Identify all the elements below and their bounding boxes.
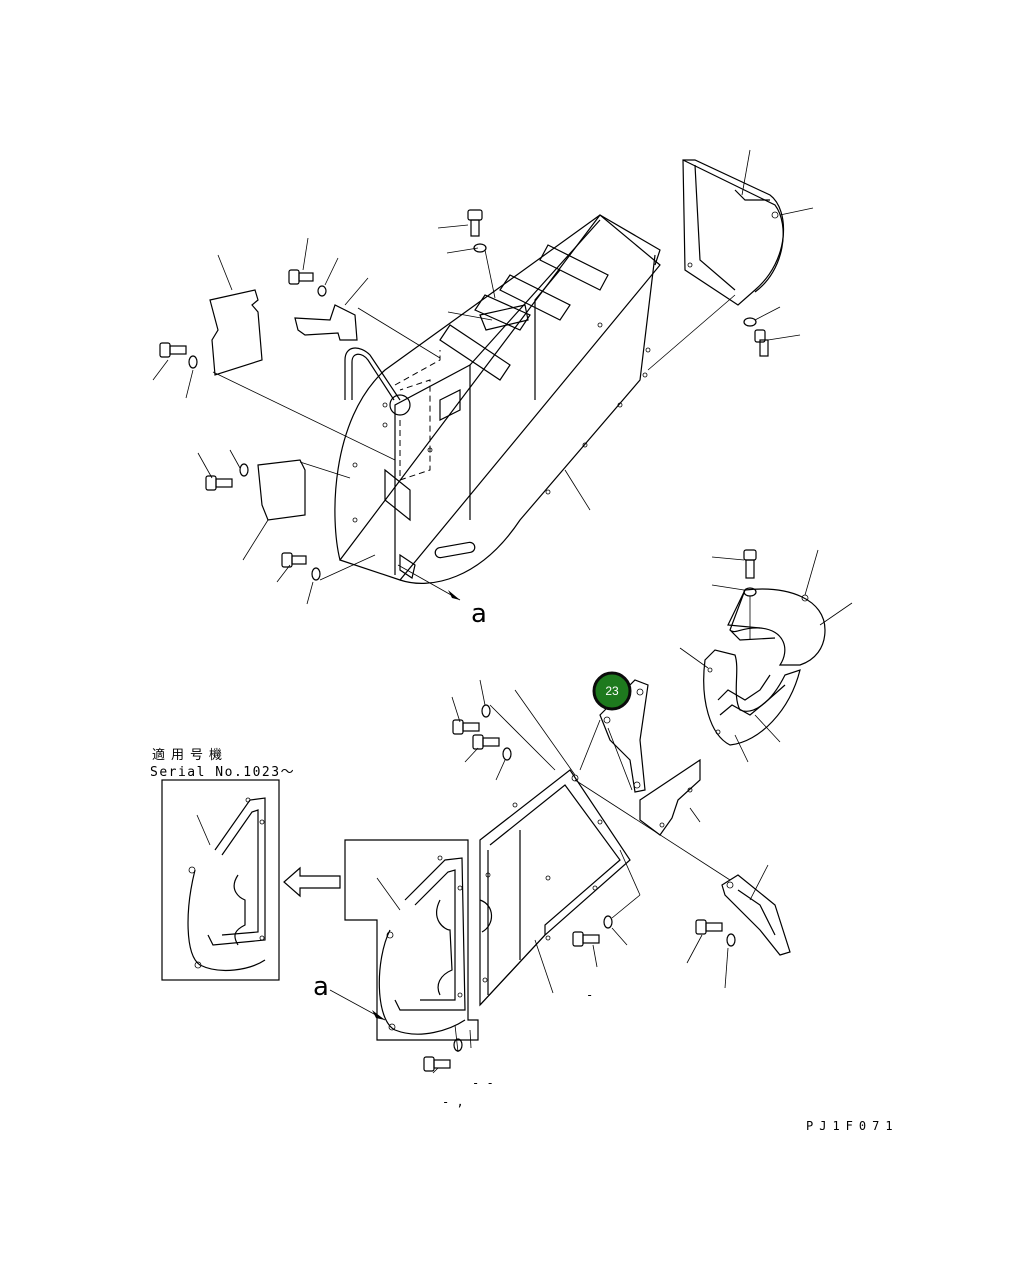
- washer-icon: [239, 463, 249, 477]
- washer-icon: [317, 285, 327, 297]
- upper-leader-lines: [152, 149, 814, 605]
- washer-icon: [311, 567, 321, 581]
- washer-icon: [502, 747, 512, 761]
- fan-guard-assembly: [679, 549, 853, 763]
- dash-fragment: - ,: [442, 1095, 464, 1109]
- serial-detail-box: [161, 779, 280, 981]
- dash-fragment: - -: [472, 1076, 494, 1090]
- upper-plates: [209, 289, 529, 521]
- washer-icon: [603, 915, 613, 929]
- bolt-icon: [159, 342, 187, 358]
- callout-number: 23: [605, 684, 619, 698]
- upper-assembly: [152, 149, 814, 605]
- bolt-icon: [467, 209, 483, 237]
- lower-assembly: [423, 679, 791, 1074]
- tunnel-cover: [334, 214, 661, 584]
- detail-view-a: [329, 839, 479, 1041]
- bolt-icon: [288, 269, 314, 285]
- bolt-icon: [452, 719, 480, 735]
- dash-fragment: -: [586, 988, 593, 1002]
- bolt-icon: [281, 552, 307, 568]
- view-marker-a-lower: a: [313, 972, 329, 1002]
- view-marker-a-upper: a: [471, 599, 487, 629]
- drawing-code: PJ1F071: [806, 1119, 899, 1133]
- washer-icon: [726, 933, 736, 947]
- bolt-icon: [205, 475, 233, 491]
- bolt-icon: [695, 919, 723, 935]
- washer-icon: [188, 355, 198, 369]
- applicability-label: 適用号機: [152, 747, 228, 763]
- left-arrow-icon: [283, 866, 341, 898]
- end-hood: [682, 159, 785, 306]
- bolt-icon: [743, 549, 757, 579]
- callout-badge-23[interactable]: 23: [592, 671, 632, 711]
- serial-number-label: Serial No.1023～: [150, 765, 295, 780]
- washer-icon: [481, 704, 491, 718]
- washer-icon: [743, 317, 757, 327]
- callout-circle[interactable]: [592, 671, 632, 711]
- washer-icon: [473, 243, 487, 253]
- bolt-icon: [754, 329, 769, 357]
- upper-fasteners: [159, 209, 769, 581]
- bolt-icon: [472, 734, 500, 750]
- bolt-icon: [423, 1056, 451, 1072]
- bolt-icon: [572, 931, 600, 947]
